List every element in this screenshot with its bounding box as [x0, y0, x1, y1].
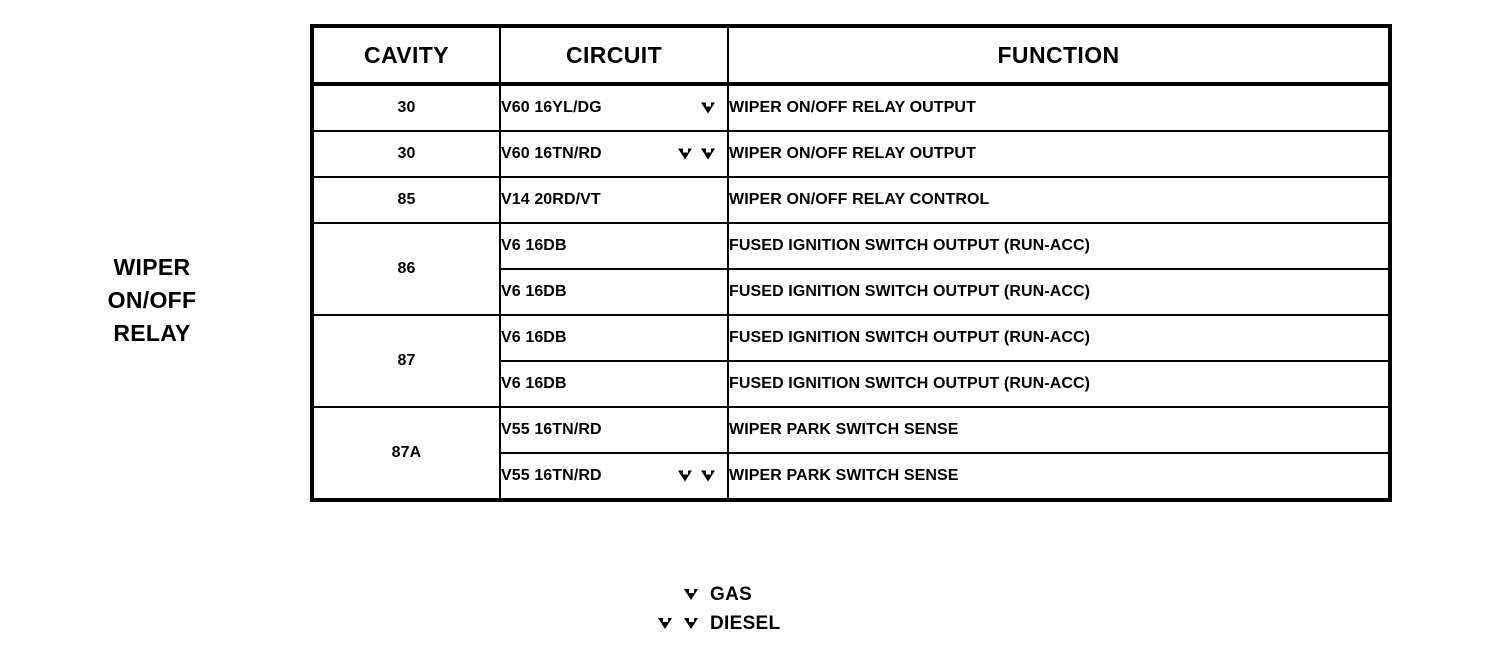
triangle-marker-icon — [678, 470, 692, 482]
column-header-cavity: CAVITY — [311, 25, 501, 86]
circuit-engine-markers — [701, 102, 715, 114]
column-header-circuit: CIRCUIT — [499, 25, 729, 86]
function-cell: WIPER ON/OFF RELAY OUTPUT — [727, 83, 1391, 132]
circuit-label: V6 16DB — [501, 329, 567, 346]
circuit-cell: V14 20RD/VT — [499, 176, 729, 224]
triangle-marker-icon — [658, 618, 672, 629]
function-cell: FUSED IGNITION SWITCH OUTPUT (RUN-ACC) — [727, 268, 1391, 316]
cavity-cell: 30 — [311, 83, 501, 132]
cavity-cell: 87A — [311, 406, 501, 501]
circuit-label: V55 16TN/RD — [501, 467, 602, 484]
legend-entry: GAS — [600, 580, 780, 609]
legend-label: DIESEL — [710, 612, 781, 634]
table-header-row: CAVITY CIRCUIT FUNCTION — [311, 25, 1391, 86]
cavity-cell: 87 — [311, 314, 501, 408]
triangle-marker-icon — [701, 470, 715, 482]
triangle-marker-icon — [684, 618, 698, 629]
component-label-line-1: WIPER — [113, 254, 191, 280]
triangle-marker-icon — [701, 102, 715, 114]
triangle-marker-icon — [701, 148, 715, 160]
circuit-cell: V55 16TN/RD — [499, 452, 729, 501]
circuit-cell: V60 16YL/DG — [499, 83, 729, 132]
function-cell: FUSED IGNITION SWITCH OUTPUT (RUN-ACC) — [727, 360, 1391, 408]
function-cell: WIPER ON/OFF RELAY CONTROL — [727, 176, 1391, 224]
circuit-cell: V55 16TN/RD — [499, 406, 729, 454]
function-cell: FUSED IGNITION SWITCH OUTPUT (RUN-ACC) — [727, 314, 1391, 362]
circuit-label: V14 20RD/VT — [501, 191, 601, 208]
cavity-cell: 86 — [311, 222, 501, 316]
circuit-cell: V6 16DB — [499, 222, 729, 270]
circuit-label: V60 16YL/DG — [501, 99, 602, 116]
function-cell: WIPER PARK SWITCH SENSE — [727, 452, 1391, 501]
circuit-cell: V6 16DB — [499, 268, 729, 316]
legend-markers — [600, 618, 710, 629]
circuit-label: V6 16DB — [501, 237, 567, 254]
legend-label: GAS — [710, 583, 753, 605]
triangle-marker-icon — [684, 589, 698, 600]
component-label-line-3: RELAY — [113, 320, 191, 346]
table-row: V55 16TN/RD WIPER PARK SWITCH SENSE — [312, 452, 1391, 501]
circuit-engine-markers — [678, 470, 715, 482]
component-label: WIPER ON/OFF RELAY — [62, 251, 242, 350]
cavity-cell: 85 — [311, 176, 501, 224]
triangle-marker-icon — [678, 148, 692, 160]
cavity-cell: 30 — [311, 130, 501, 178]
circuit-label: V60 16TN/RD — [501, 145, 602, 162]
marker-legend: GAS DIESEL — [600, 580, 780, 638]
circuit-label: V55 16TN/RD — [501, 421, 602, 438]
column-header-function: FUNCTION — [727, 25, 1391, 86]
legend-markers — [600, 589, 710, 600]
function-cell: WIPER PARK SWITCH SENSE — [727, 406, 1391, 454]
circuit-label: V6 16DB — [501, 283, 567, 300]
table-row: V6 16DB FUSED IGNITION SWITCH OUTPUT (RUN… — [312, 268, 1391, 316]
table-row: V6 16DB FUSED IGNITION SWITCH OUTPUT (RUN… — [312, 360, 1391, 408]
circuit-cell: V60 16TN/RD — [499, 130, 729, 178]
function-cell: FUSED IGNITION SWITCH OUTPUT (RUN-ACC) — [727, 222, 1391, 270]
circuit-engine-markers — [678, 148, 715, 160]
function-cell: WIPER ON/OFF RELAY OUTPUT — [727, 130, 1391, 178]
circuit-cell: V6 16DB — [499, 314, 729, 362]
legend-entry: DIESEL — [600, 609, 780, 638]
component-label-line-2: ON/OFF — [107, 287, 197, 313]
circuit-cell: V6 16DB — [499, 360, 729, 408]
circuit-label: V6 16DB — [501, 375, 567, 392]
